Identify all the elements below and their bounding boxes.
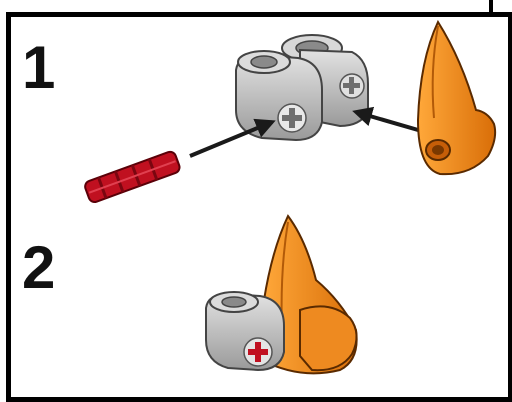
step-1-fin-arrow bbox=[356, 112, 418, 130]
step-1-red-axle-icon bbox=[83, 150, 181, 204]
step-1-axle-arrow bbox=[190, 122, 272, 156]
step-2-assembled-icon bbox=[206, 216, 357, 373]
step-1-gray-connector-icon bbox=[236, 35, 368, 140]
step-1-orange-fin-icon bbox=[418, 22, 495, 174]
